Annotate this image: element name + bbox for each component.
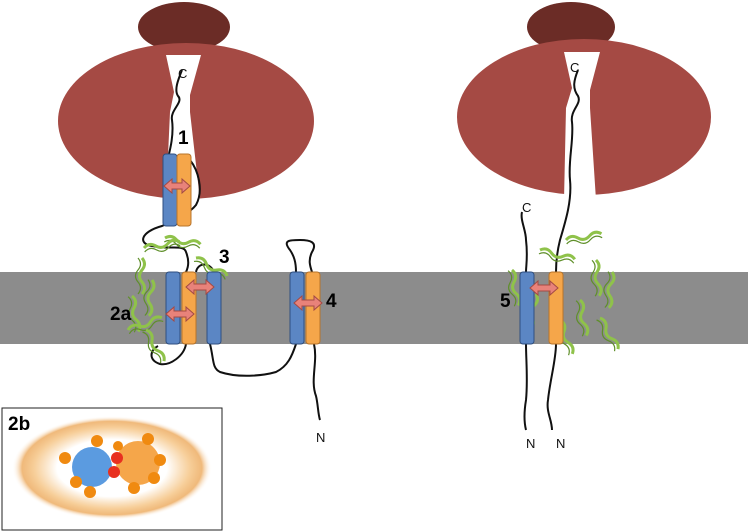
membrane [0, 272, 748, 344]
right-nascent-chain [520, 69, 580, 431]
inset-2b-blue-helix [72, 447, 112, 487]
label-right-n-terminus-1: N [526, 436, 535, 451]
label-site-1: 1 [178, 128, 189, 149]
left-ribosome [58, 2, 314, 200]
double-arrow-icon [165, 305, 195, 323]
right-ribosome [457, 2, 711, 200]
label-site-2a: 2a [110, 304, 132, 325]
inset-2b-red-contact [108, 466, 120, 478]
label-right-outer-c-terminus: C [522, 200, 531, 215]
double-arrow-icon [529, 279, 559, 297]
inset-2b-side-chains [59, 433, 166, 498]
label-site-4: 4 [326, 291, 337, 312]
double-arrow-icon [185, 278, 215, 296]
helix-5-blue [519, 271, 535, 345]
inset-2b-orange-helix [116, 441, 160, 485]
inset-2b: 2b [1, 407, 223, 531]
left-nascent-chain [142, 69, 321, 421]
label-left-c-terminus: C [178, 66, 187, 81]
label-site-2b: 2b [8, 414, 30, 435]
helix-4-blue [289, 271, 305, 345]
helix-4-orange [305, 271, 321, 345]
inset-2b-red-contact [111, 452, 123, 464]
label-tm4-n-terminus: N [316, 430, 325, 445]
label-right-n-terminus-2: N [556, 436, 565, 451]
label-site-3: 3 [219, 247, 230, 268]
label-site-5: 5 [500, 291, 511, 312]
right-ribosome-tunnel [564, 52, 600, 200]
left-ribosome-small-subunit [138, 2, 230, 52]
label-right-inner-c-terminus: C [570, 60, 579, 75]
double-arrow-icon [293, 294, 323, 312]
double-arrow-icon [163, 177, 191, 195]
